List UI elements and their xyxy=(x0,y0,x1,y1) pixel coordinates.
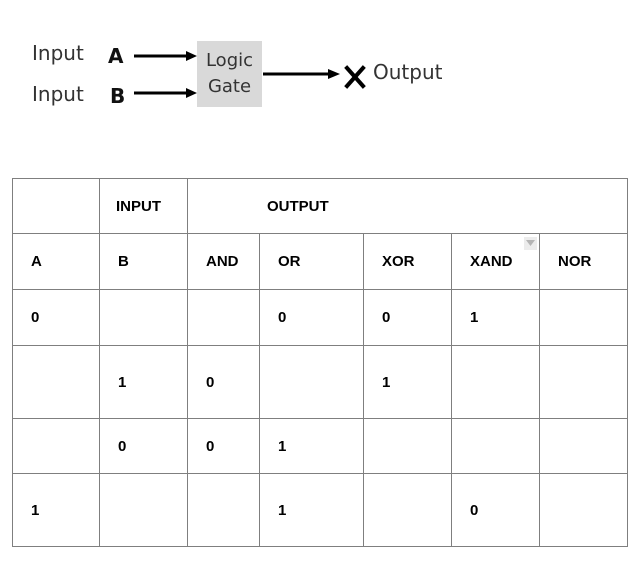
column-header-and: AND xyxy=(187,233,260,290)
table-cell xyxy=(539,473,628,547)
empty-corner-cell xyxy=(12,178,100,234)
table-cell: 1 xyxy=(99,345,188,419)
table-cell xyxy=(12,418,100,474)
column-header-nor: NOR xyxy=(539,233,628,290)
gate-label-line2: Gate xyxy=(207,76,252,97)
table-cell: 0 xyxy=(187,418,260,474)
table-cell xyxy=(363,418,452,474)
table-cell xyxy=(539,418,628,474)
input-a-label: Input xyxy=(32,41,84,65)
logic-gate-box: Logic Gate xyxy=(197,41,262,107)
table-row: 1 1 0 xyxy=(12,473,628,547)
arrow-a xyxy=(134,51,197,61)
table-cell: 1 xyxy=(259,418,364,474)
gate-label-line1: Logic xyxy=(205,50,254,71)
table-cell xyxy=(539,345,628,419)
table-cell: 1 xyxy=(12,473,100,547)
table-cell: 0 xyxy=(259,289,364,346)
logic-gate-diagram: Input A Input B Logic Gate Output xyxy=(0,0,644,130)
arrow-b xyxy=(134,88,197,98)
table-row: 0 0 1 xyxy=(12,418,628,474)
table-cell: 1 xyxy=(451,289,540,346)
table-cell xyxy=(451,345,540,419)
output-label: Output xyxy=(373,60,443,84)
table-cell: 0 xyxy=(99,418,188,474)
diagram-arrows xyxy=(134,51,366,98)
input-a-variable: A xyxy=(108,44,124,68)
output-x-icon xyxy=(344,65,366,89)
table-cell xyxy=(539,289,628,346)
output-group-header: OUTPUT xyxy=(187,178,628,234)
input-b-label: Input xyxy=(32,82,84,106)
arrow-output xyxy=(263,69,340,79)
column-header-a: A xyxy=(12,233,100,290)
input-group-header: INPUT xyxy=(99,178,188,234)
input-b-variable: B xyxy=(110,84,126,108)
table-cell xyxy=(187,289,260,346)
table-row: 1 0 1 xyxy=(12,345,628,419)
column-header-b: B xyxy=(99,233,188,290)
table-cell: 0 xyxy=(12,289,100,346)
table-cell: 0 xyxy=(451,473,540,547)
column-header-xor: XOR xyxy=(363,233,452,290)
table-cell: 0 xyxy=(363,289,452,346)
column-header-or: OR xyxy=(259,233,364,290)
triangle-down-icon xyxy=(526,240,535,246)
table-cell: 1 xyxy=(259,473,364,547)
dropdown-arrow-icon[interactable] xyxy=(524,237,537,250)
truth-table: INPUT OUTPUT A B AND OR XOR XAND NOR 0 0… xyxy=(12,178,628,547)
table-header-group-row: INPUT OUTPUT xyxy=(12,178,628,234)
table-column-header-row: A B AND OR XOR XAND NOR xyxy=(12,233,628,290)
table-cell xyxy=(259,345,364,419)
table-cell: 0 xyxy=(187,345,260,419)
table-row: 0 0 0 1 xyxy=(12,289,628,346)
table-cell xyxy=(99,473,188,547)
table-cell xyxy=(187,473,260,547)
table-cell: 1 xyxy=(363,345,452,419)
table-cell xyxy=(363,473,452,547)
table-cell xyxy=(12,345,100,419)
table-cell xyxy=(451,418,540,474)
table-cell xyxy=(99,289,188,346)
